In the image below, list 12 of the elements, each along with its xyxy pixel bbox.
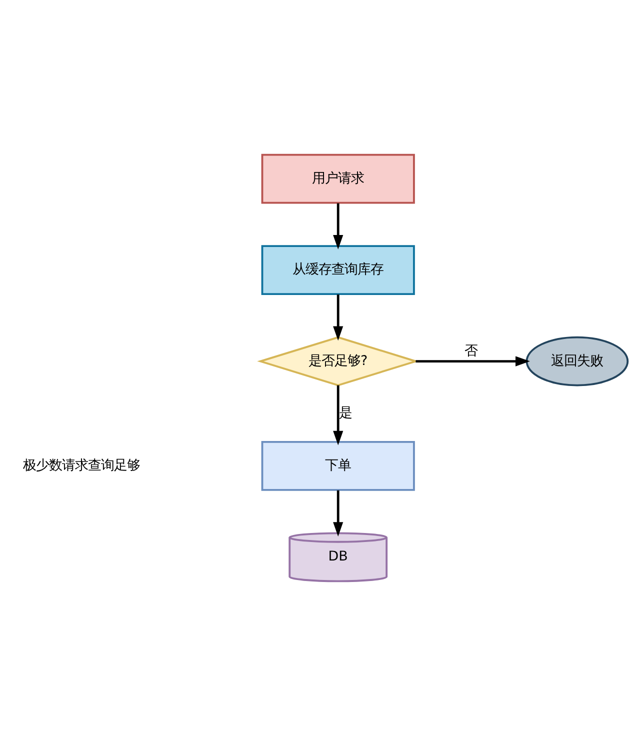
edge-label: 是 [338,406,352,422]
arrow [333,385,344,446]
arrow [333,203,344,250]
arrow [333,294,344,341]
arrow [416,356,530,366]
arrow [333,490,344,537]
node-box: 用户请求 [261,154,415,204]
edge-label: 否 [464,344,478,359]
label: 极少数请求查询足够 [23,458,140,474]
node-box: 下单 [261,440,415,491]
node-box: 从缓存查询库存 [261,245,415,296]
node-ellipse: 返回失败 [526,336,629,386]
